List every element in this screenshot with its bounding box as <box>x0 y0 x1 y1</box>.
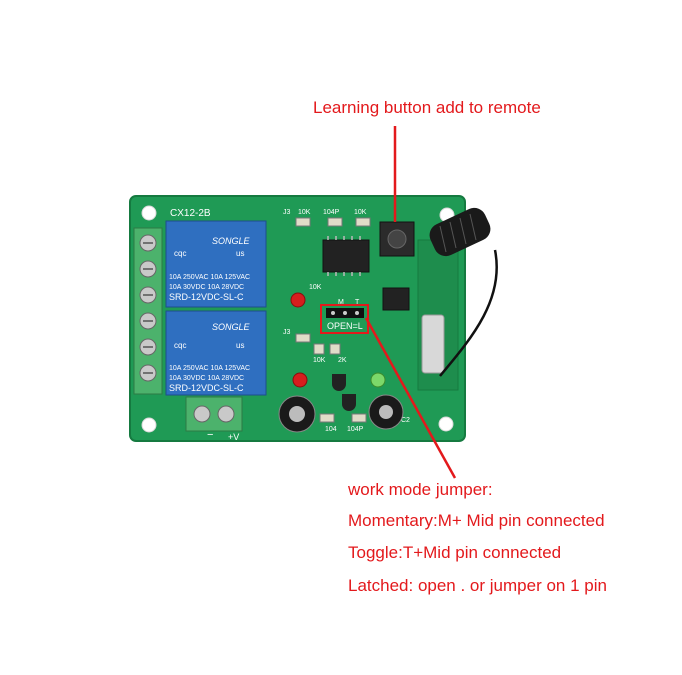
learning-button-annotation: Learning button add to remote <box>313 98 541 117</box>
capacitor-1 <box>278 395 316 433</box>
silk-104: 104 <box>325 426 337 433</box>
silk-plus-v: +V <box>228 432 239 442</box>
jumper-mode-momentary: Momentary:M+ Mid pin connected <box>348 511 605 530</box>
mount-hole <box>141 417 157 433</box>
relay-rating: 10A 30VDC 10A 28VDC <box>169 375 244 382</box>
jumper-header <box>326 308 364 318</box>
transistor <box>342 394 356 411</box>
ic-decoder <box>322 236 370 276</box>
silk-2k: 2K <box>338 357 347 364</box>
led-red-2 <box>292 372 308 388</box>
relay-brand: SONGLE <box>212 322 251 332</box>
jumper-mode-toggle: Toggle:T+Mid pin connected <box>348 543 562 562</box>
board-model-label: CX12-2B <box>170 208 211 219</box>
led-green <box>370 372 386 388</box>
relay-2: SONGLE cqc us 10A 250VAC 10A 125VAC 10A … <box>165 310 267 396</box>
silk-minus: − <box>207 429 213 441</box>
silk-c2: C2 <box>401 417 410 424</box>
relay-model: SRD-12VDC-SL-C <box>169 383 244 393</box>
relay-rating: 10A 250VAC 10A 125VAC <box>169 274 250 281</box>
relay-model: SRD-12VDC-SL-C <box>169 292 244 302</box>
jumper-annotation-title: work mode jumper: <box>348 480 493 499</box>
antenna-coil <box>429 207 491 257</box>
mount-hole <box>141 205 157 221</box>
silk-10k: 10K <box>298 209 311 216</box>
crystal <box>421 314 445 374</box>
silk-10k: 10K <box>309 284 322 291</box>
relay-brand: SONGLE <box>212 236 251 246</box>
silk-j3: J3 <box>283 329 291 336</box>
learning-button <box>379 221 415 257</box>
relay-rating: 10A 30VDC 10A 28VDC <box>169 284 244 291</box>
silk-104p: 104P <box>323 209 340 216</box>
silk-10k: 10K <box>354 209 367 216</box>
silk-j3: J3 <box>283 209 291 216</box>
relay-cert: cqc <box>174 341 186 350</box>
capacitor-2 <box>368 394 404 430</box>
terminal-screws <box>139 234 157 382</box>
relay-us: us <box>236 249 244 258</box>
relay-rating: 10A 250VAC 10A 125VAC <box>169 365 250 372</box>
silk-open-l: OPEN=L <box>327 321 363 331</box>
relay-cert: cqc <box>174 249 186 258</box>
led-red-1 <box>290 292 306 308</box>
relay-1: SONGLE cqc us 10A 250VAC 10A 125VAC 10A … <box>165 220 267 308</box>
relay-us: us <box>236 341 244 350</box>
silk-10k-row: 10K <box>313 357 326 364</box>
transistor <box>332 374 346 391</box>
jumper-highlight-box <box>320 304 369 334</box>
jumper-mode-latched: Latched: open . or jumper on 1 pin <box>348 576 607 595</box>
resistors <box>295 217 371 423</box>
silk-m: M <box>338 299 344 306</box>
silk-104p: 104P <box>347 426 364 433</box>
mount-hole <box>438 416 454 432</box>
antenna-wire <box>439 249 498 377</box>
jumper-callout-line <box>364 317 457 479</box>
silk-t: T <box>355 299 360 306</box>
ic-small <box>382 287 410 311</box>
